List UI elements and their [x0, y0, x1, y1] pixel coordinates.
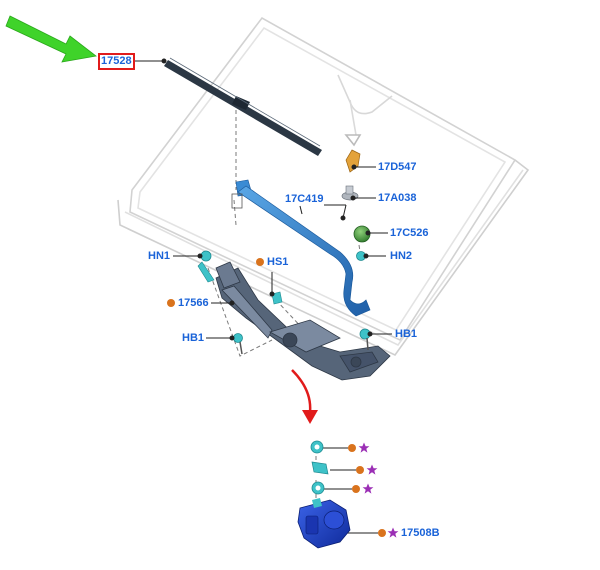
callout-markers — [167, 258, 399, 538]
orange-dot-icon — [378, 529, 386, 537]
red-curved-arrow-icon — [291, 369, 318, 424]
orange-dot-icon — [348, 444, 356, 452]
wiper-linkage[interactable] — [215, 261, 391, 381]
purple-star-icon — [358, 442, 370, 453]
wiper-motor[interactable] — [297, 498, 351, 549]
green-arrow-icon — [5, 15, 97, 63]
label-hs1[interactable]: HS1 — [267, 256, 289, 268]
label-17c526[interactable]: 17C526 — [390, 227, 429, 239]
clip-hn1[interactable] — [197, 250, 215, 283]
clip-hb1-left[interactable] — [233, 333, 243, 355]
label-hn2[interactable]: HN2 — [390, 250, 413, 262]
label-hn1[interactable]: HN1 — [148, 250, 171, 262]
label-17566[interactable]: 17566 — [178, 297, 209, 309]
purple-star-icon — [366, 464, 378, 475]
orange-dot-icon — [356, 466, 364, 474]
label-17528[interactable]: 17528 — [98, 53, 135, 70]
label-17508b[interactable]: 17508B — [401, 527, 440, 539]
orange-dot-icon — [167, 299, 175, 307]
windshield-outline — [117, 16, 530, 357]
wiper-arm[interactable] — [231, 179, 371, 317]
label-17c419[interactable]: 17C419 — [285, 193, 324, 205]
label-17d547[interactable]: 17D547 — [378, 161, 417, 173]
label-17a038[interactable]: 17A038 — [378, 192, 417, 204]
purple-star-icon — [362, 483, 374, 494]
motor-fastener-stack[interactable] — [310, 440, 329, 495]
wiper-blade[interactable] — [164, 57, 322, 156]
label-hb1-right[interactable]: HB1 — [395, 328, 418, 340]
label-hb1-left[interactable]: HB1 — [182, 332, 205, 344]
clip-hs1[interactable] — [271, 291, 283, 305]
orange-dot-icon — [256, 258, 264, 266]
orange-dot-icon — [352, 485, 360, 493]
purple-star-icon — [387, 527, 399, 538]
leader-lines — [134, 58, 392, 534]
